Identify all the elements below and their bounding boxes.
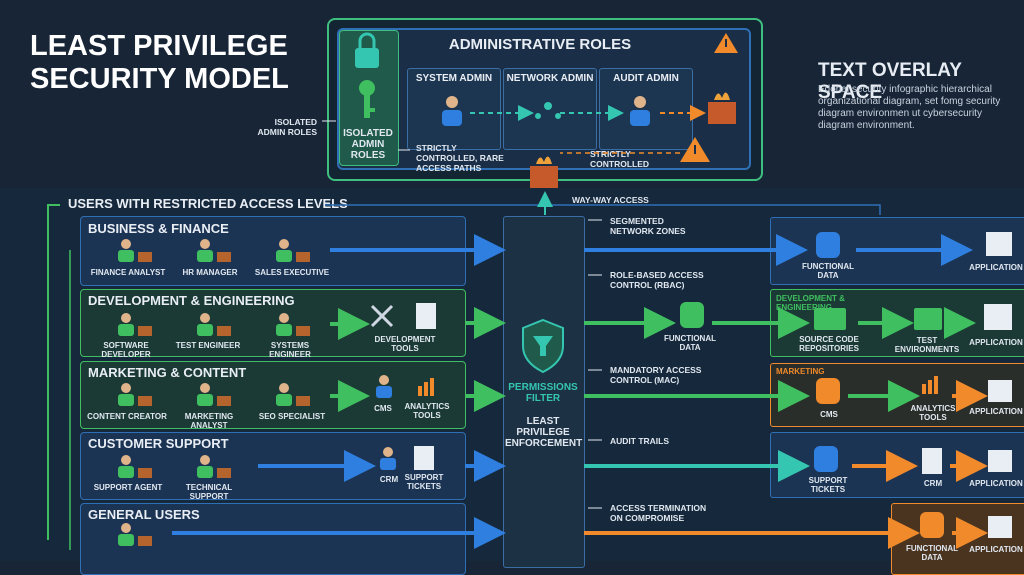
role-label: AUDIT ADMIN <box>613 73 679 84</box>
person-seo-specialist: SEO SPECIALIST <box>258 412 326 421</box>
role-label: SYSTEM ADMIN <box>415 73 493 84</box>
section-marketing <box>80 361 466 429</box>
dev-right-label: DEVELOPMENT & ENGINEERING <box>776 294 845 312</box>
users-heading: USERS WITH RESTRICTED ACCESS LEVELS <box>68 196 348 211</box>
role-audit-admin: AUDIT ADMIN <box>599 68 693 150</box>
isolated-admin-note: ISOLATED ADMIN ROLES <box>257 117 318 137</box>
mkt-right-label: MARKETING <box>776 367 825 376</box>
role-network-admin: NETWORK ADMIN <box>503 68 597 150</box>
r2-test-env: TEST ENVIRONMENTS <box>894 336 960 354</box>
isolated-admin-label: ISOLATED ADMIN ROLES <box>343 128 393 161</box>
permissions-filter-label: PERMISSIONS FILTER <box>508 382 578 404</box>
r5-application: APPLICATION <box>969 545 1023 554</box>
r4-application: APPLICATION <box>969 479 1023 488</box>
person-content-creator: CONTENT CREATOR <box>87 412 167 421</box>
crm-label: CRM <box>379 475 399 484</box>
note-termination: ACCESS TERMINATION ON COMPROMISE <box>610 503 707 523</box>
note-audit: AUDIT TRAILS <box>610 436 670 446</box>
role-system-admin: SYSTEM ADMIN <box>407 68 501 150</box>
r5-functional-data: FUNCTIONAL DATA <box>906 544 958 562</box>
strict-note: STRICTLY CONTROLLED, RARE ACCESS PATHS <box>416 143 504 173</box>
r2-source-code: SOURCE CODE REPOSITORIES <box>799 335 859 353</box>
note-segmented: SEGMENTED NETWORK ZONES <box>610 216 686 236</box>
cms-label: CMS <box>374 404 392 413</box>
r3-application: APPLICATION <box>969 407 1023 416</box>
r3-cms: CMS <box>820 410 838 419</box>
overlay-title: TEXT OVERLAY SPACE <box>818 60 962 103</box>
page-title: LEAST PRIVILEGE SECURITY MODEL <box>30 30 330 96</box>
overlay-body: Edorial security infographic hierarchica… <box>818 84 1001 131</box>
note-mac: MANDATORY ACCESS CONTROL (MAC) <box>610 365 702 385</box>
r4-crm: CRM <box>923 479 943 488</box>
note-rbac: ROLE-BASED ACCESS CONTROL (RBAC) <box>610 270 704 290</box>
section-title-marketing: MARKETING & CONTENT <box>88 365 247 380</box>
way-access-note: WAY-WAY ACCESS <box>572 195 649 205</box>
person-software-developer: SOFTWARE DEVELOPER <box>101 341 151 359</box>
person-support-agent: SUPPORT AGENT <box>93 483 163 492</box>
section-title-general: GENERAL USERS <box>88 507 200 522</box>
title-line-2: SECURITY MODEL <box>30 63 289 95</box>
support-tickets-label: SUPPORT TICKETS <box>404 473 444 491</box>
person-test-engineer: TEST ENGINEER <box>175 341 241 350</box>
section-title-development: DEVELOPMENT & ENGINEERING <box>88 293 295 308</box>
strict-note-2: STRICTLY CONTROLLED <box>590 149 650 169</box>
person-sales-executive: SALES EXECUTIVE <box>254 268 330 277</box>
person-technical-support: TECHNICAL SUPPORT <box>185 483 233 501</box>
r2-application: APPLICATION <box>969 338 1023 347</box>
r1-functional-data: FUNCTIONAL DATA <box>802 262 854 280</box>
least-privilege-label: LEAST PRIVILEGE ENFORCEMENT <box>505 416 583 449</box>
r1-application: APPLICATION <box>969 263 1023 272</box>
right-box-row5 <box>891 503 1024 575</box>
section-title-support: CUSTOMER SUPPORT <box>88 436 229 451</box>
section-development <box>80 289 466 357</box>
r2-functional-data: FUNCTIONAL DATA <box>664 334 716 352</box>
section-title-business: BUSINESS & FINANCE <box>88 221 229 236</box>
person-hr-manager: HR MANAGER <box>182 268 238 277</box>
person-systems-engineer: SYSTEMS ENGINEER <box>269 341 311 359</box>
person-finance-analyst: FINANCE ANALYST <box>90 268 166 277</box>
role-label: NETWORK ADMIN <box>506 73 594 84</box>
title-line-1: LEAST PRIVILEGE <box>30 30 288 62</box>
development-tools-label: DEVELOPMENT TOOLS <box>374 335 436 353</box>
r4-support-tickets: SUPPORT TICKETS <box>808 476 848 494</box>
person-marketing-analyst: MARKETING ANALYST <box>184 412 234 430</box>
analytics-tools-label: ANALYTICS TOOLS <box>404 402 450 420</box>
admin-roles-title: ADMINISTRATIVE ROLES <box>448 36 632 53</box>
r3-analytics: ANALYTICS TOOLS <box>910 404 956 422</box>
